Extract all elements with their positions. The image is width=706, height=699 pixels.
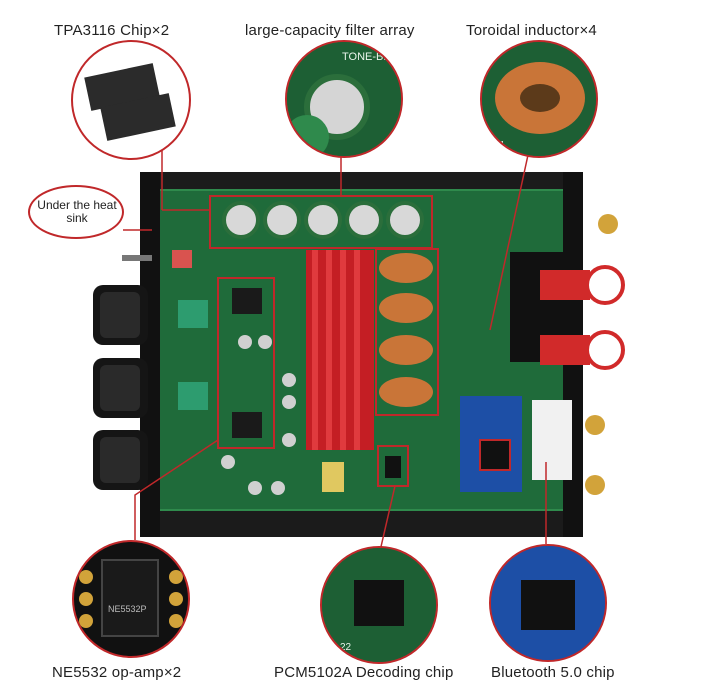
heatsink [172,250,374,450]
filter-board-text: TONE-BEE [342,51,398,63]
label-opamp: NE5532 op-amp×2 [52,664,182,681]
label-under-heatsink: Under the heat sink [37,198,117,225]
inductor-board-text: L1 [494,140,506,151]
filter-capacitors [209,195,433,249]
callout-lines [123,140,547,552]
bluetooth-module [460,396,522,492]
zoom-circle-heatsink: Under the heat sink [28,185,124,239]
opamp-marking: NE5532P [108,604,147,614]
toroidal-inductors [375,248,439,416]
dac-board-text: 22 [340,642,352,653]
label-dac-chip: PCM5102A Decoding chip [274,664,454,681]
opamp-region [178,277,275,449]
rear-terminals [510,214,625,495]
zoom-circle-dac: 22 [320,546,438,664]
label-filter-array: large-capacity filter array [245,22,415,39]
label-toroidal-inductor: Toroidal inductor×4 [466,22,597,39]
zoom-circle-inductor: L1 [480,40,598,158]
volume-knobs [93,255,152,490]
zoom-circle-filter-array: TONE-BEE [285,40,403,158]
dac-chip-area [322,445,409,492]
zoom-circle-tpa3116 [71,40,191,160]
small-capacitors [221,335,296,495]
zoom-circle-opamp: NE5532P [72,540,190,658]
label-bluetooth-chip: Bluetooth 5.0 chip [491,664,615,681]
zoom-circle-bluetooth [489,544,607,662]
label-tpa3116: TPA3116 Chip×2 [54,22,170,39]
